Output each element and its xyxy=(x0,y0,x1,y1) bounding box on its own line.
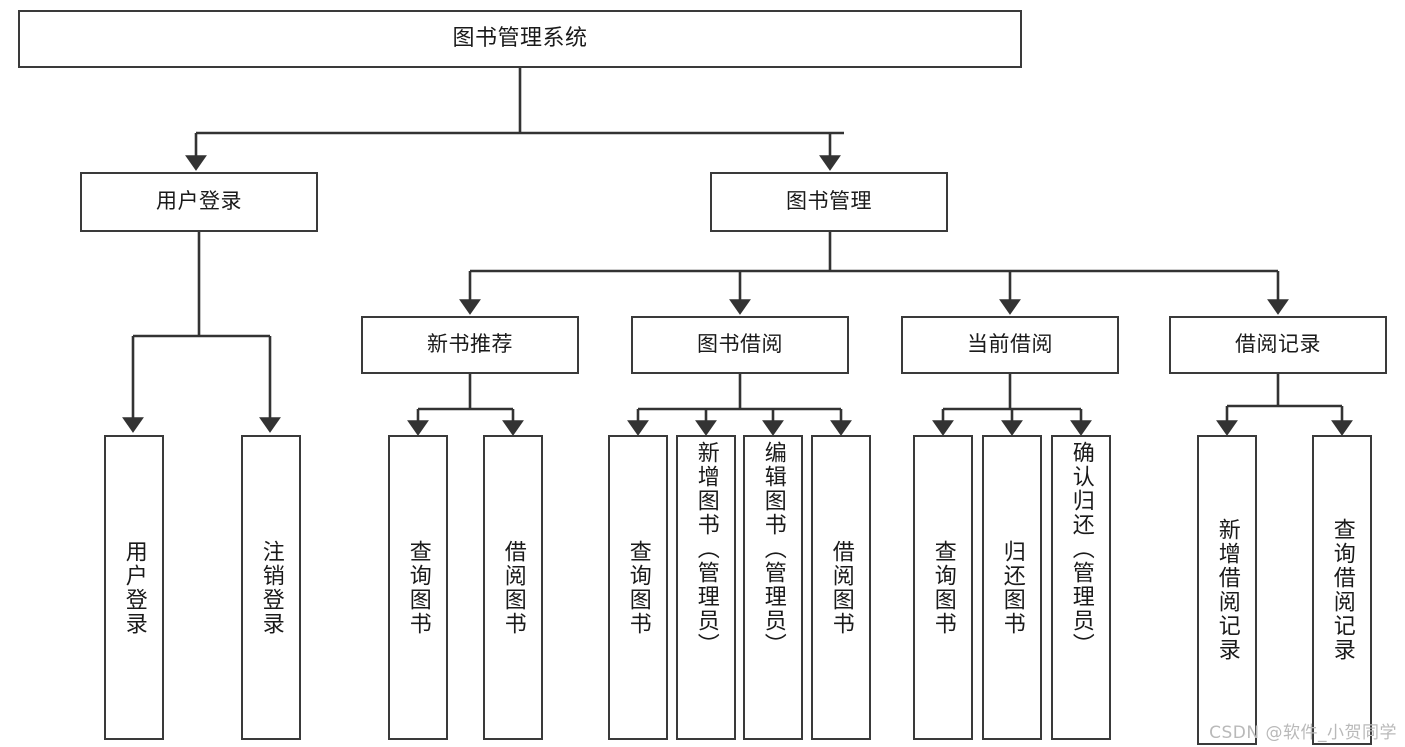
node-leaf-borrow-book-1-label: 借阅图书 xyxy=(500,539,526,636)
node-book-borrow[interactable]: 图书借阅 xyxy=(631,316,849,374)
node-leaf-return-book[interactable]: 归还图书 xyxy=(982,435,1042,740)
node-leaf-add-record-label: 新增借阅记录 xyxy=(1214,518,1240,662)
node-root-label: 图书管理系统 xyxy=(452,25,588,51)
node-leaf-add-book[interactable]: 新增图书（管理员） xyxy=(676,435,736,740)
node-current-borrow-label: 当前借阅 xyxy=(967,332,1053,357)
node-leaf-logout-label: 注销登录 xyxy=(258,539,284,636)
node-leaf-query-book-2-label: 查询图书 xyxy=(625,539,651,636)
node-book-manage[interactable]: 图书管理 xyxy=(710,172,948,232)
node-leaf-query-book-3-label: 查询图书 xyxy=(930,539,956,636)
node-borrow-record[interactable]: 借阅记录 xyxy=(1169,316,1387,374)
node-leaf-return-book-label: 归还图书 xyxy=(999,539,1025,636)
node-leaf-edit-book[interactable]: 编辑图书（管理员） xyxy=(743,435,803,740)
node-leaf-query-record-label: 查询借阅记录 xyxy=(1329,518,1355,662)
watermark-text: CSDN @软件_小贺同学 xyxy=(1209,723,1397,743)
node-leaf-query-book-2[interactable]: 查询图书 xyxy=(608,435,668,740)
node-leaf-add-book-label: 新增图书（管理员） xyxy=(693,441,719,657)
node-new-book-rec[interactable]: 新书推荐 xyxy=(361,316,579,374)
node-leaf-query-record[interactable]: 查询借阅记录 xyxy=(1312,435,1372,745)
node-book-borrow-label: 图书借阅 xyxy=(697,332,783,357)
node-leaf-user-login[interactable]: 用户登录 xyxy=(104,435,164,740)
node-leaf-borrow-book-1[interactable]: 借阅图书 xyxy=(483,435,543,740)
node-leaf-confirm-return-label: 确认归还（管理员） xyxy=(1068,441,1094,657)
node-leaf-borrow-book-2[interactable]: 借阅图书 xyxy=(811,435,871,740)
node-leaf-confirm-return[interactable]: 确认归还（管理员） xyxy=(1051,435,1111,740)
node-borrow-record-label: 借阅记录 xyxy=(1235,332,1321,357)
node-current-borrow[interactable]: 当前借阅 xyxy=(901,316,1119,374)
node-leaf-query-book-1[interactable]: 查询图书 xyxy=(388,435,448,740)
node-leaf-borrow-book-2-label: 借阅图书 xyxy=(828,539,854,636)
node-leaf-query-book-3[interactable]: 查询图书 xyxy=(913,435,973,740)
node-leaf-logout[interactable]: 注销登录 xyxy=(241,435,301,740)
node-book-manage-label: 图书管理 xyxy=(786,189,872,214)
node-new-book-rec-label: 新书推荐 xyxy=(427,332,513,357)
node-user-login[interactable]: 用户登录 xyxy=(80,172,318,232)
node-leaf-edit-book-label: 编辑图书（管理员） xyxy=(760,441,786,657)
node-root[interactable]: 图书管理系统 xyxy=(18,10,1022,68)
node-leaf-add-record[interactable]: 新增借阅记录 xyxy=(1197,435,1257,745)
node-leaf-user-login-label: 用户登录 xyxy=(121,539,147,636)
node-leaf-query-book-1-label: 查询图书 xyxy=(405,539,431,636)
node-user-login-label: 用户登录 xyxy=(156,189,242,214)
